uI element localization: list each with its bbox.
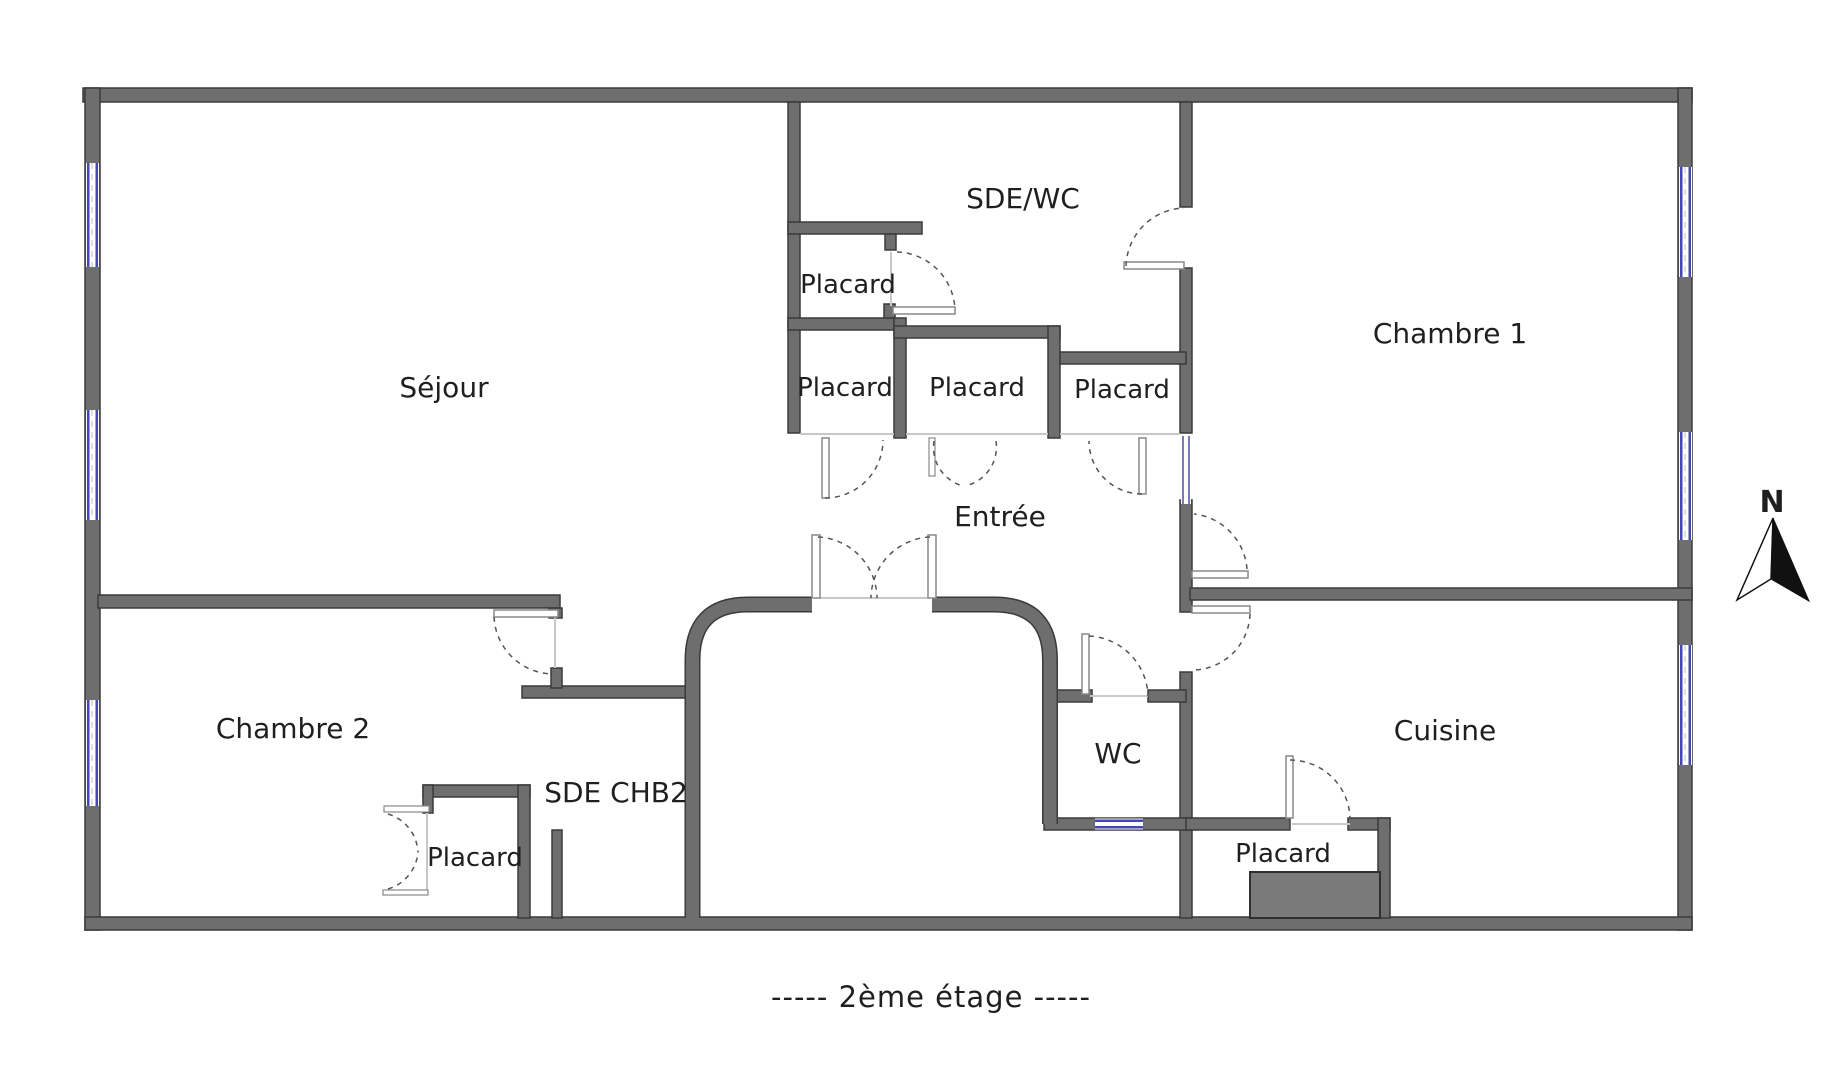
label-chambre-2: Chambre 2 (216, 712, 370, 745)
north-arrow: N (1735, 485, 1811, 603)
door-sde-wc (1123, 207, 1185, 270)
door-placard-right (1088, 437, 1147, 495)
room-labels: Séjour SDE/WC Chambre 1 Placard Placard … (216, 182, 1527, 873)
door-chambre2 (493, 609, 559, 675)
label-placard-chb2: Placard (427, 843, 523, 873)
window-sejour-2 (86, 410, 99, 520)
inner-walls (97, 101, 1693, 919)
doors (382, 207, 1351, 896)
floor-caption: ----- 2ème étage ----- (771, 980, 1091, 1014)
label-sde-chb2: SDE CHB2 (544, 776, 688, 809)
wall-placard-divider-b (1047, 325, 1061, 439)
window-wc (1095, 818, 1143, 830)
label-sde-wc: SDE/WC (966, 182, 1080, 215)
wall-placard4-top (1059, 351, 1187, 365)
outer-walls (82, 87, 1693, 931)
label-placard-middle: Placard (929, 373, 1025, 403)
window-sejour-1 (86, 163, 99, 267)
north-arrow-west-half (1735, 517, 1774, 602)
wall-spine-2 (1179, 267, 1193, 434)
door-chambre1 (1191, 513, 1249, 579)
wall-arch-right (932, 598, 1057, 824)
wall-mid-right (1189, 587, 1693, 601)
window-chambre2 (86, 700, 99, 806)
wall-sejour-right (787, 101, 801, 434)
window-chambre1-1 (1679, 167, 1692, 277)
north-arrow-east-half (1770, 517, 1811, 603)
window-cuisine (1679, 645, 1692, 765)
label-placard-left: Placard (797, 373, 893, 403)
wall-placard-top-a (787, 221, 923, 235)
wall-chb2-placard-right (517, 784, 531, 919)
wall-arch-left (686, 598, 812, 918)
door-placard-left (821, 437, 884, 499)
wall-bottom (84, 916, 1693, 931)
wall-chb2-jamb (550, 667, 563, 689)
wall-arch-left-outline (684, 596, 812, 918)
label-cuisine: Cuisine (1394, 714, 1496, 747)
wall-placard-top-jamb1 (884, 233, 897, 251)
label-placard-right: Placard (1074, 375, 1170, 405)
wall-cuisine-placard-top-a (1185, 817, 1291, 831)
wall-wc-top-right (1147, 689, 1187, 703)
label-wc: WC (1094, 737, 1141, 770)
wall-sde-chb2-partition (551, 829, 563, 919)
windows (86, 163, 1692, 830)
door-placard-top (892, 251, 956, 315)
door-cuisine (1191, 605, 1251, 671)
window-entree-chambre1-opening (1181, 436, 1191, 504)
label-chambre-1: Chambre 1 (1373, 317, 1527, 350)
wall-arch-right-outline (932, 596, 1058, 824)
wall-spine-4 (1179, 671, 1193, 919)
wall-placard3-top (893, 325, 1061, 339)
wall-placard-divider-a (893, 317, 907, 439)
door-wc (1081, 633, 1149, 697)
cuisine-placard-counter (1249, 871, 1381, 919)
door-chb2-placard-bifold (382, 805, 430, 896)
wall-top (82, 87, 1693, 103)
label-placard-top: Placard (800, 270, 896, 300)
wall-mid-left (97, 594, 561, 609)
door-cuisine-placard (1285, 755, 1351, 819)
label-sejour: Séjour (399, 371, 489, 404)
wall-spine-1 (1179, 101, 1193, 208)
wall-placard-top-b (787, 317, 895, 331)
wall-chb2-placard-top (422, 784, 531, 798)
label-entree: Entrée (954, 500, 1046, 533)
opening-lines (426, 252, 1350, 892)
label-placard-cuisine: Placard (1235, 839, 1331, 869)
wall-chb2-lower (521, 685, 699, 699)
door-placard-middle (928, 437, 998, 487)
door-entree-double (811, 534, 937, 599)
corridor-arch-walls (684, 596, 1058, 918)
window-chambre1-2 (1679, 432, 1692, 540)
north-label: N (1759, 485, 1784, 520)
